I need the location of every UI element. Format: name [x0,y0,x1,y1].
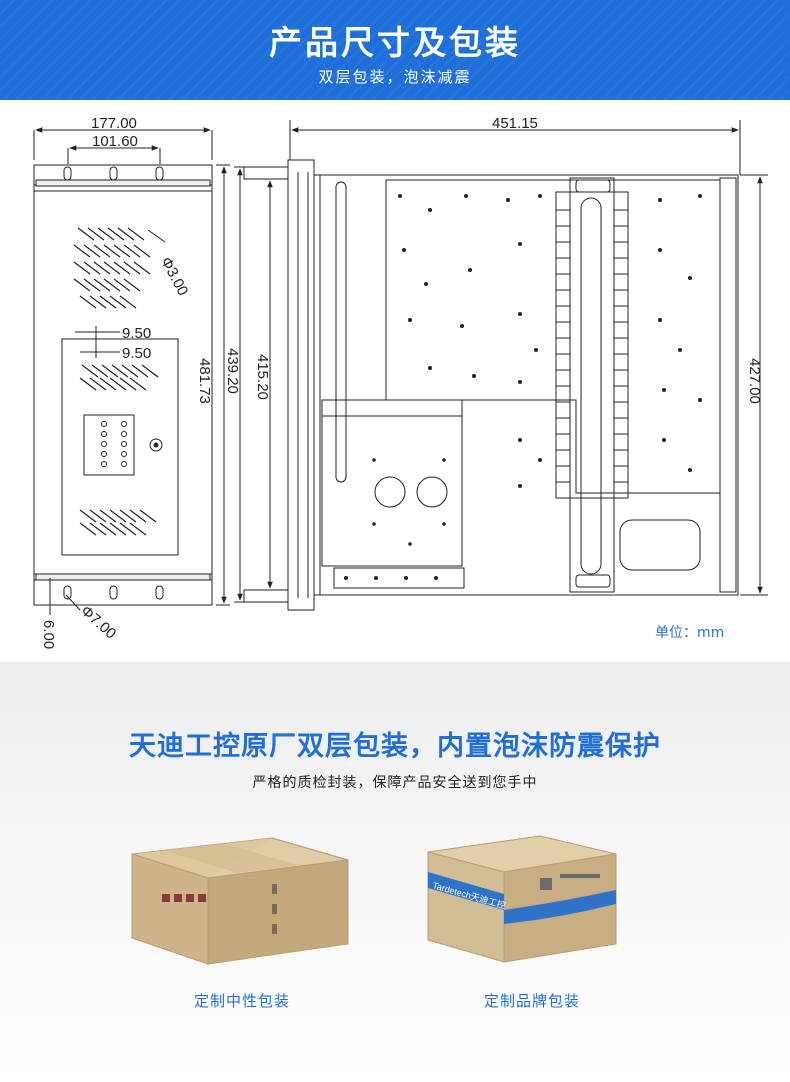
dim-side-height-inner: 415.20 [254,354,271,400]
dim-front-height: 481.73 [196,358,213,404]
header-banner: 产品尺寸及包装 双层包装，泡沫减震 [0,0,790,100]
side-view [234,120,768,611]
dim-depth: 451.15 [492,115,538,132]
dim-vent-hole-dia: Φ3.00 [157,254,191,298]
dim-front-width: 177.00 [91,115,137,132]
neutral-box-caption: 定制中性包装 [193,992,290,1010]
slot-brackets [556,209,628,483]
branded-box-image: Tardetech天迪工控 [427,835,617,963]
packaging-title: 天迪工控原厂双层包装，内置泡沫防震保护 [129,731,661,762]
dimension-drawing: 177.00 101.60 Φ3.00 9.50 9.50 481.73 Φ7.… [0,100,790,662]
dim-side-height-right: 427.00 [746,358,763,404]
dim-bottom-offset: 6.00 [40,620,57,649]
dim-front-hole-spacing: 101.60 [92,133,138,150]
neutral-box-image [131,837,349,965]
page-title: 产品尺寸及包装 [269,23,521,62]
page-subtitle: 双层包装，泡沫减震 [318,68,472,86]
front-panel-outline [33,164,213,606]
front-vents [73,227,159,536]
unit-label: 单位：mm [655,625,725,641]
packaging-section: 天迪工控原厂双层包装，内置泡沫防震保护 严格的质检封装，保障产品安全送到您手中 … [0,662,790,1082]
chassis-drawing-svg: 177.00 101.60 Φ3.00 9.50 9.50 481.73 Φ7.… [33,115,768,649]
dim-side-height-outer: 439.20 [224,348,241,394]
dim-slot-a: 9.50 [122,325,151,342]
dim-slot-b: 9.50 [122,345,151,362]
led-indicators [101,421,127,467]
dim-bottom-hole-dia: Φ7.00 [77,602,119,642]
packaging-subtitle: 严格的质检封装，保障产品安全送到您手中 [252,775,538,791]
branded-box-caption: 定制品牌包装 [483,992,580,1010]
standoffs [344,194,702,580]
